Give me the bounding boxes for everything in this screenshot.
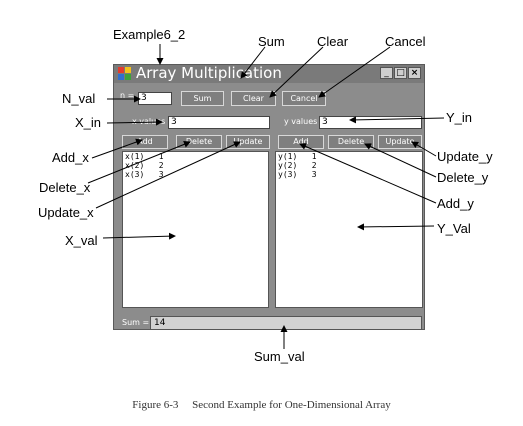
arrow-cancel — [318, 46, 391, 98]
y-values-label: y values — [284, 117, 318, 126]
x-values-input[interactable]: 3 — [168, 116, 270, 129]
callout-y-val: Y_Val — [437, 221, 471, 236]
arrow-delete-x — [87, 140, 191, 184]
callout-x-val: X_val — [65, 233, 98, 248]
callout-update-x: Update_x — [38, 205, 94, 220]
arrow-add-y — [299, 143, 437, 204]
minimize-icon[interactable]: _ — [380, 67, 393, 79]
sum-button[interactable]: Sum — [181, 91, 224, 106]
x-values-list[interactable]: x(1) 1 x(2) 2 x(3) 3 — [122, 151, 269, 308]
y-values-list[interactable]: y(1) 1 y(2) 2 y(3) 3 — [275, 151, 423, 308]
n-input[interactable]: 3 — [138, 92, 172, 105]
cancel-button[interactable]: Cancel — [282, 91, 326, 106]
callout-n-val: N_val — [62, 91, 96, 106]
x-values-label: x values — [132, 117, 166, 126]
y-update-button[interactable]: Update — [378, 135, 422, 149]
app-icon — [118, 67, 131, 80]
list-item[interactable]: y(1) 1 — [278, 152, 317, 161]
callout-add-y: Add_y — [437, 196, 474, 211]
arrow-update-x — [95, 141, 241, 209]
list-item[interactable]: x(1) 1 — [125, 152, 164, 161]
arrow-x-val — [102, 232, 176, 240]
arrow-delete-y — [364, 143, 437, 178]
close-icon[interactable]: × — [408, 67, 421, 79]
arrow-y-val — [357, 223, 435, 231]
callout-sum-val: Sum_val — [254, 349, 305, 364]
callout-delete-y: Delete_y — [437, 170, 489, 185]
callout-cancel: Cancel — [385, 34, 426, 49]
callout-add-x: Add_x — [52, 150, 89, 165]
sum-label: Sum = — [122, 318, 150, 327]
figure-caption: Figure 6-3 Second Example for One-Dimens… — [132, 399, 391, 411]
callout-x-in: X_in — [75, 115, 102, 130]
callout-delete-x: Delete_x — [39, 180, 91, 195]
list-item[interactable]: y(3) 3 — [278, 170, 317, 179]
arrow-update-y — [411, 141, 437, 157]
callout-clear: Clear — [317, 34, 349, 49]
callout-sum: Sum — [258, 34, 285, 49]
callout-y-in: Y_in — [446, 110, 473, 125]
arrow-sum — [240, 46, 266, 79]
list-item[interactable]: x(2) 2 — [125, 161, 164, 170]
arrow-x-in — [106, 118, 163, 126]
clear-button[interactable]: Clear — [231, 91, 276, 106]
callout-update-y: Update_y — [437, 149, 493, 164]
arrow-add-x — [91, 138, 143, 159]
maximize-icon[interactable]: □ — [394, 67, 407, 79]
arrow-y-in — [349, 116, 445, 124]
arrow-clear — [269, 46, 324, 98]
callout-form-name: Example6_2 — [113, 27, 186, 42]
n-label: n = — [120, 91, 135, 100]
y-delete-button[interactable]: Delete — [328, 135, 374, 149]
list-item[interactable]: x(3) 3 — [125, 170, 164, 179]
x-add-button[interactable]: Add — [122, 135, 168, 149]
list-item[interactable]: y(2) 2 — [278, 161, 317, 170]
